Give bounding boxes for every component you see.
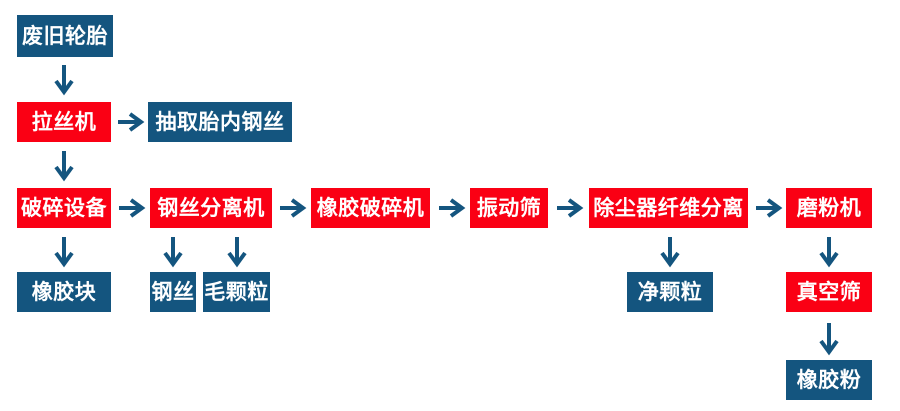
arrow-down-icon (158, 234, 188, 268)
node-rubber-powder[interactable]: 橡胶粉 (786, 360, 872, 400)
arrow-down-icon (49, 234, 79, 268)
node-grinding-mill[interactable]: 磨粉机 (786, 188, 872, 228)
node-clean-granule[interactable]: 净颗粒 (627, 272, 713, 312)
arrow-right-icon (115, 107, 145, 137)
node-label: 毛颗粒 (204, 279, 269, 304)
node-label: 磨粉机 (796, 195, 862, 220)
node-steel-wire[interactable]: 钢丝 (150, 272, 196, 312)
node-fiber-granule[interactable]: 毛颗粒 (203, 272, 270, 312)
arrow-down-icon (49, 148, 79, 182)
node-rubber-block[interactable]: 橡胶块 (17, 272, 111, 312)
node-dust-fiber-separator[interactable]: 除尘器纤维分离 (589, 188, 748, 228)
arrow-down-icon (655, 234, 685, 268)
arrow-right-icon (753, 193, 783, 223)
node-crushing-equipment[interactable]: 破碎设备 (17, 188, 111, 228)
node-label: 橡胶块 (31, 279, 97, 304)
node-wire-drawing-machine[interactable]: 拉丝机 (17, 102, 111, 142)
node-label: 拉丝机 (31, 109, 97, 134)
arrow-right-icon (116, 193, 146, 223)
arrow-right-icon (436, 193, 466, 223)
arrow-down-icon (814, 320, 844, 356)
node-vacuum-screen[interactable]: 真空筛 (786, 272, 872, 312)
node-label: 钢丝 (151, 279, 195, 304)
node-label: 抽取胎内钢丝 (155, 109, 285, 134)
node-label: 真空筛 (796, 279, 862, 304)
node-label: 废旧轮胎 (22, 23, 108, 48)
node-vibrating-screen[interactable]: 振动筛 (470, 188, 548, 228)
arrow-down-icon (49, 62, 79, 96)
node-wire-separator[interactable]: 钢丝分离机 (150, 188, 272, 228)
node-label: 净颗粒 (637, 279, 703, 304)
arrow-right-icon (554, 193, 584, 223)
arrow-down-icon (222, 234, 252, 268)
arrow-down-icon (814, 234, 844, 268)
arrow-right-icon (277, 193, 307, 223)
node-rubber-crusher[interactable]: 橡胶破碎机 (311, 188, 430, 228)
node-label: 钢丝分离机 (157, 195, 265, 220)
node-label: 橡胶粉 (796, 367, 862, 392)
node-label: 橡胶破碎机 (316, 195, 425, 220)
node-extract-bead-wire[interactable]: 抽取胎内钢丝 (148, 102, 292, 142)
node-label: 除尘器纤维分离 (593, 195, 744, 220)
node-label: 振动筛 (476, 195, 542, 220)
node-label: 破碎设备 (21, 195, 107, 220)
node-waste-tire[interactable]: 废旧轮胎 (17, 15, 113, 57)
